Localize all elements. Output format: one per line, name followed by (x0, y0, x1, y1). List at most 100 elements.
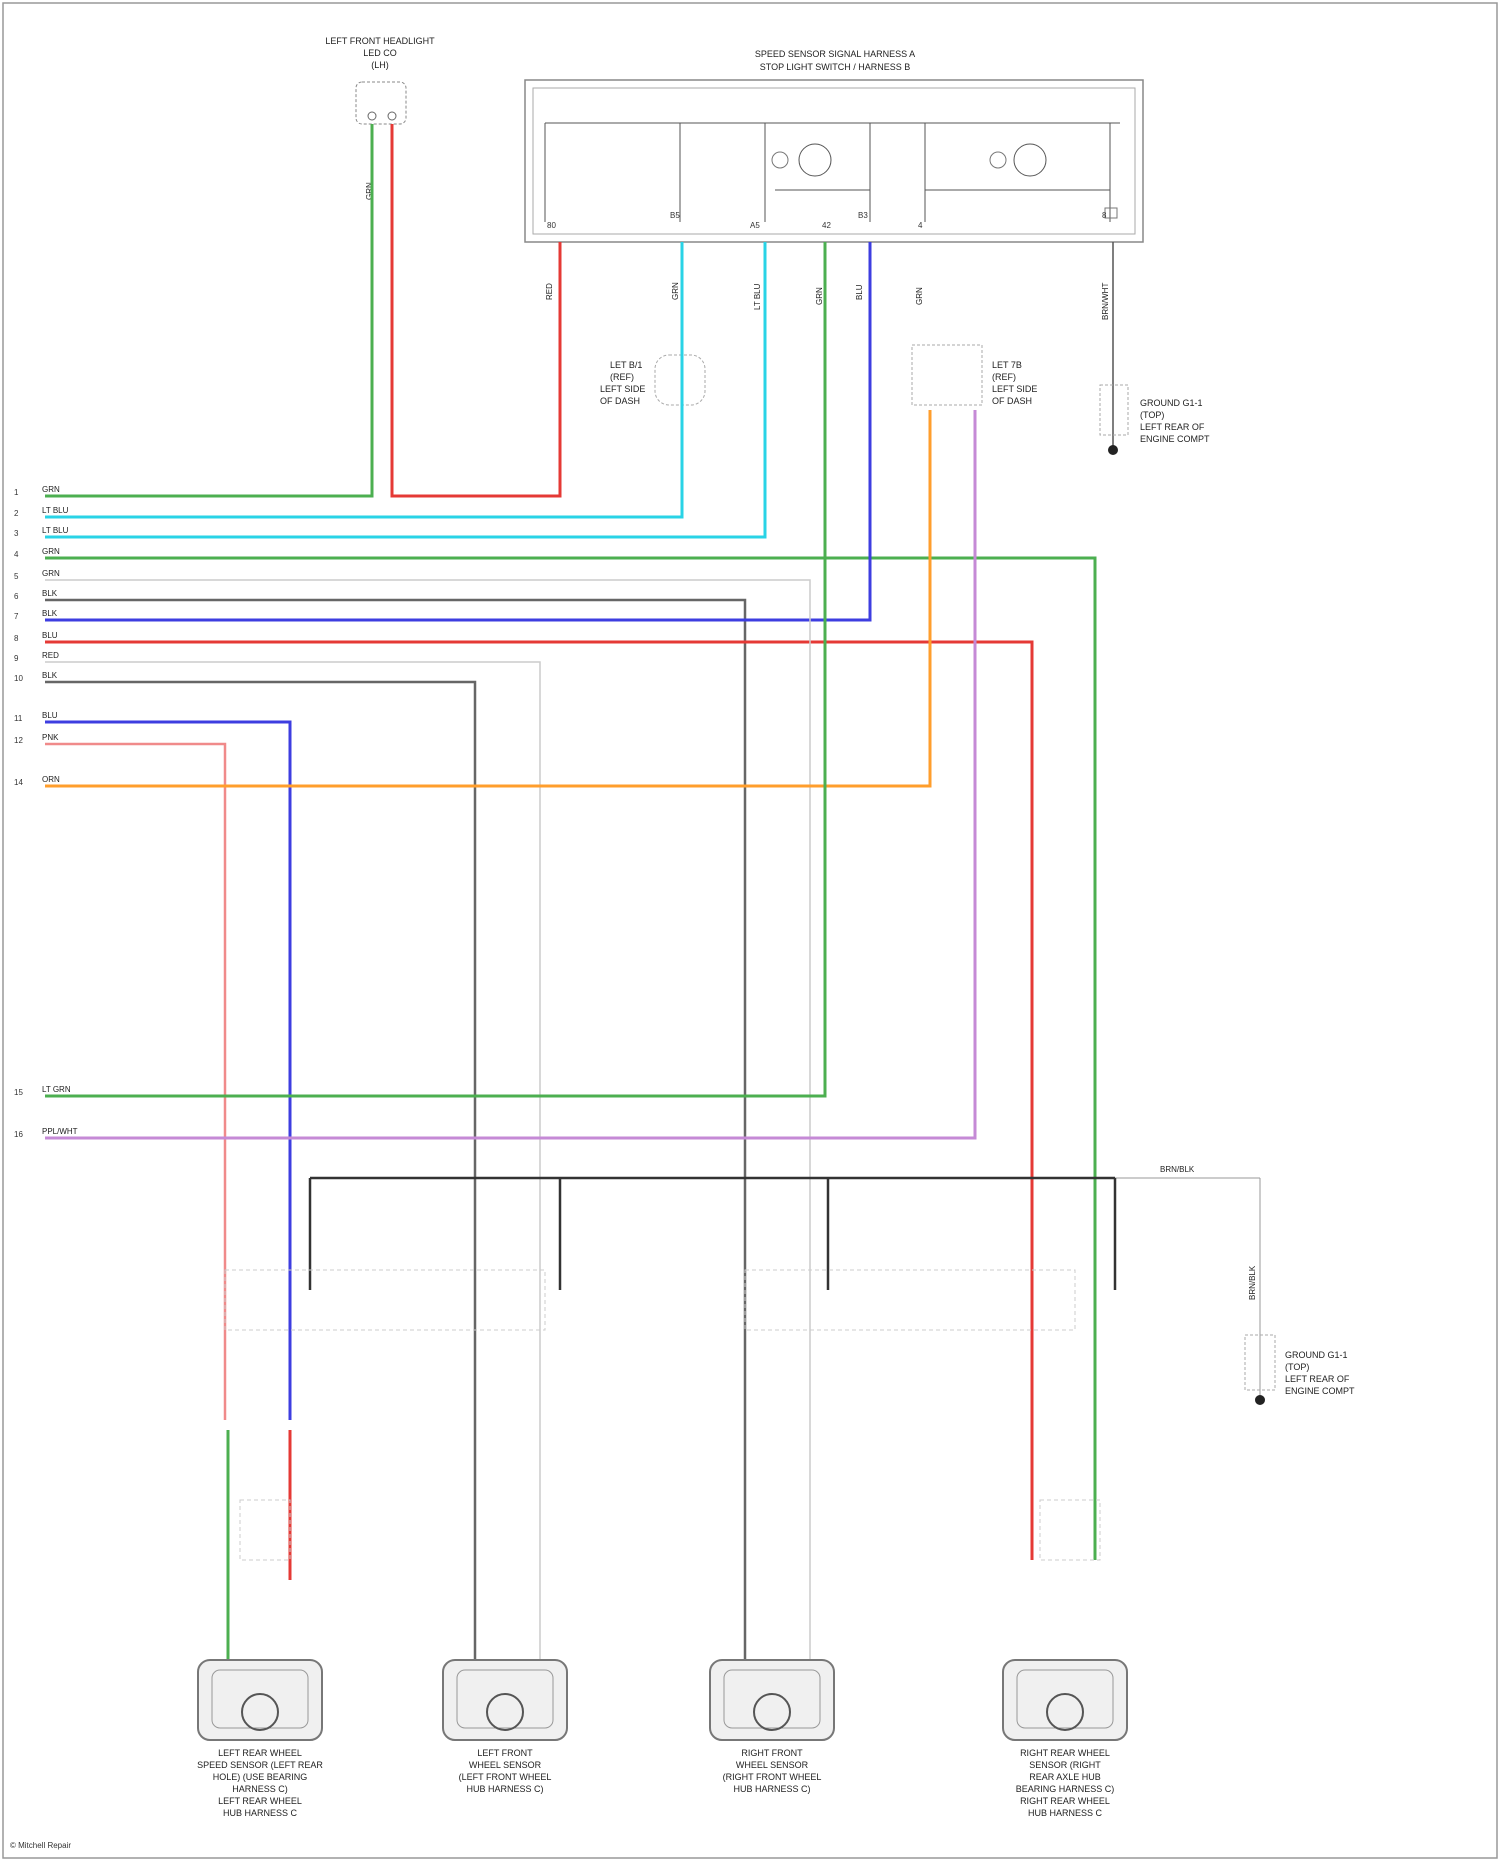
sensor-label: WHEEL SENSOR (469, 1760, 542, 1770)
splice-left: LET B/1 (REF) LEFT SIDE OF DASH (600, 355, 705, 406)
wire-label: GRN (915, 287, 924, 305)
sensor-label: REAR AXLE HUB (1029, 1772, 1101, 1782)
module-pin: B3 (858, 211, 868, 220)
splice-left-text: (REF) (610, 372, 634, 382)
sensor-label: (LEFT FRONT WHEEL (459, 1772, 552, 1782)
connector-row-label: LT BLU (42, 526, 69, 535)
wire-label: RED (545, 283, 554, 300)
connector-row-number: 16 (14, 1130, 23, 1139)
sensor-label: (RIGHT FRONT WHEEL (723, 1772, 822, 1782)
wire-label: GRN (815, 287, 824, 305)
ground-bottom: BRN/BLK BRN/BLK GROUND G1-1 (TOP) LEFT R… (1115, 1165, 1355, 1405)
connector-row-label: GRN (42, 485, 60, 494)
ground-top-text: (TOP) (1140, 410, 1164, 420)
sensor-label: BEARING HARNESS C) (1016, 1784, 1115, 1794)
connector-row-label: ORN (42, 775, 60, 784)
wire-label: BRN/WHT (1101, 283, 1110, 320)
connector-row-number: 9 (14, 654, 19, 663)
connector-row-label: BLU (42, 711, 58, 720)
wire-blue-1 (45, 242, 870, 620)
wire-red-1 (392, 124, 560, 496)
connector-row-number: 15 (14, 1088, 23, 1097)
wire-pink-1 (45, 744, 225, 1420)
connector-row-label: BLK (42, 671, 58, 680)
sensor-label: LEFT REAR WHEEL (218, 1748, 302, 1758)
wheel-sensor: RIGHT FRONT WHEEL SENSOR (RIGHT FRONT WHEE… (710, 1660, 834, 1794)
connector-row-label: BLK (42, 609, 58, 618)
connector-row-number: 12 (14, 736, 23, 745)
ground-top-text: LEFT REAR OF (1140, 422, 1205, 432)
connector-row-number: 5 (14, 572, 19, 581)
sensor-label: RIGHT REAR WHEEL (1020, 1796, 1110, 1806)
splice-right-text: LET 7B (992, 360, 1022, 370)
wire-green-1 (45, 124, 372, 496)
sensor-label: RIGHT FRONT (741, 1748, 803, 1758)
module-pin: 80 (547, 221, 556, 230)
wire-label: BLU (855, 284, 864, 300)
connector-row-number: 10 (14, 674, 23, 683)
module-pin: 8 (1102, 211, 1107, 220)
wheel-sensor: RIGHT REAR WHEEL SENSOR (RIGHT REAR AXLE H… (1003, 1660, 1127, 1818)
wire-lightgray-2 (45, 580, 810, 1660)
wire-label: GRN (671, 282, 680, 300)
wire-label: LT BLU (753, 283, 762, 310)
module-pin: A5 (750, 221, 760, 230)
headlight-connector: LEFT FRONT HEADLIGHT LED CO (LH) (325, 36, 435, 124)
wire-cyan-2 (45, 242, 765, 537)
splice-left-text: OF DASH (600, 396, 640, 406)
connector-row-number: 3 (14, 529, 19, 538)
connector-row-label: GRN (42, 547, 60, 556)
wire-gray-2 (45, 682, 475, 1660)
sensor-label: HARNESS C) (232, 1784, 288, 1794)
wire-red-2 (45, 642, 1032, 1560)
module-wire-labels: RED GRN LT BLU GRN BLU GRN BRN/WHT GRN (365, 182, 1110, 320)
sensor-label: LEFT REAR WHEEL (218, 1796, 302, 1806)
connector-row-label: LT GRN (42, 1085, 71, 1094)
ground-bottom-text: LEFT REAR OF (1285, 1374, 1350, 1384)
footer: © Mitchell Repair (10, 1841, 71, 1850)
wire-lightgray-1 (45, 662, 540, 1660)
connector-row-label: BLU (42, 631, 58, 640)
wire-orange-1 (45, 410, 930, 786)
splice-left-text: LEFT SIDE (600, 384, 645, 394)
module-title-2: STOP LIGHT SWITCH / HARNESS B (760, 62, 911, 72)
sensor-label: HUB HARNESS C) (466, 1784, 543, 1794)
ground-top-text: ENGINE COMPT (1140, 434, 1210, 444)
connector-row-label: RED (42, 651, 59, 660)
ground-top: GROUND G1-1 (TOP) LEFT REAR OF ENGINE CO… (1100, 242, 1210, 455)
sensor-label: LEFT FRONT (477, 1748, 533, 1758)
module-pin: B5 (670, 211, 680, 220)
connector-row-number: 11 (14, 714, 23, 723)
wire-blue-2 (45, 722, 290, 1420)
connector-row-number: 6 (14, 592, 19, 601)
splice-right-text: OF DASH (992, 396, 1032, 406)
connector-row-number: 14 (14, 778, 23, 787)
wire-green-2 (45, 558, 1095, 1560)
wheel-sensor: LEFT REAR WHEELSPEED SENSOR (LEFT REARHO… (197, 1660, 323, 1818)
sensor-label: HUB HARNESS C (1028, 1808, 1103, 1818)
headlight-title-2: LED CO (363, 48, 397, 58)
sensor-label: HOLE) (USE BEARING (213, 1772, 308, 1782)
module-title-1: SPEED SENSOR SIGNAL HARNESS A (755, 49, 915, 59)
connector-row-label: LT BLU (42, 506, 69, 515)
wire-gray-1 (45, 600, 745, 1660)
connector-row-label: PNK (42, 733, 59, 742)
sensor-label: SENSOR (RIGHT (1029, 1760, 1101, 1770)
connector-frames (225, 1270, 1100, 1560)
abs-module: SPEED SENSOR SIGNAL HARNESS A STOP LIGHT… (525, 49, 1143, 242)
connector-row-label: GRN (42, 569, 60, 578)
wire-violet-1 (45, 410, 975, 1138)
module-pin: 42 (822, 221, 831, 230)
wheel-sensor: LEFT FRONT WHEEL SENSOR (LEFT FRONT WHEEL H… (443, 1660, 567, 1794)
ground-bottom-text: (TOP) (1285, 1362, 1309, 1372)
connector-row-number: 1 (14, 488, 19, 497)
headlight-title-1: LEFT FRONT HEADLIGHT (325, 36, 435, 46)
module-pin: 4 (918, 221, 923, 230)
connector-row-number: 4 (14, 550, 19, 559)
sensor-label: WHEEL SENSOR (736, 1760, 809, 1770)
ground-bottom-text: ENGINE COMPT (1285, 1386, 1355, 1396)
wires (45, 124, 1115, 1660)
